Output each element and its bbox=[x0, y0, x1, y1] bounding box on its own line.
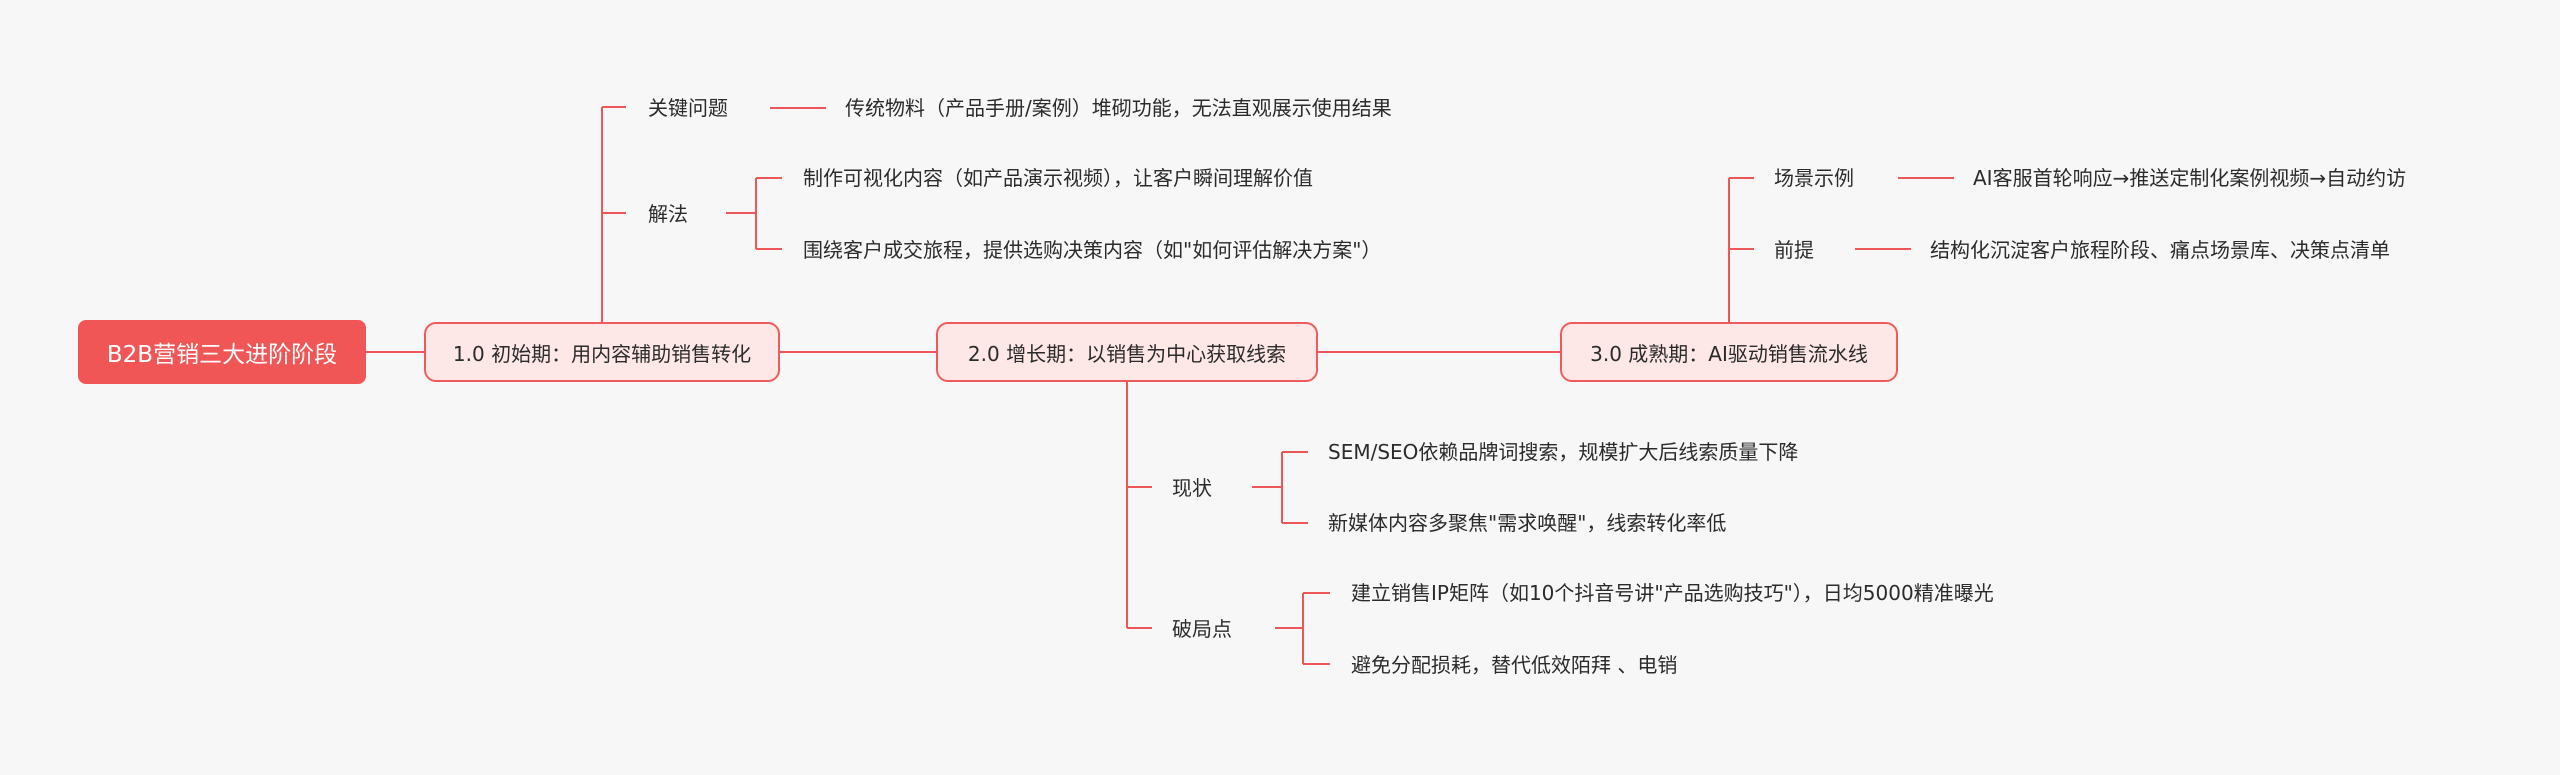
detail-sem-seo[interactable]: SEM/SEO依赖品牌词搜索，规模扩大后线索质量下降 bbox=[1328, 440, 1799, 464]
topic-key-problem[interactable]: 关键问题 bbox=[648, 96, 728, 120]
detail-visual-content[interactable]: 制作可视化内容（如产品演示视频），让客户瞬间理解价值 bbox=[803, 166, 1313, 190]
stage-node-initial[interactable]: 1.0 初始期：用内容辅助销售转化 bbox=[424, 322, 780, 382]
detail-avoid-loss[interactable]: 避免分配损耗，替代低效陌拜 、电销 bbox=[1351, 653, 1678, 677]
topic-scenario-example[interactable]: 场景示例 bbox=[1774, 166, 1854, 190]
root-node[interactable]: B2B营销三大进阶阶段 bbox=[78, 320, 366, 384]
detail-new-media[interactable]: 新媒体内容多聚焦"需求唤醒"，线索转化率低 bbox=[1328, 511, 1727, 535]
topic-current-state[interactable]: 现状 bbox=[1172, 476, 1212, 500]
detail-traditional-materials[interactable]: 传统物料（产品手册/案例）堆砌功能，无法直观展示使用结果 bbox=[845, 96, 1392, 120]
stage-node-mature[interactable]: 3.0 成熟期：AI驱动销售流水线 bbox=[1560, 322, 1898, 382]
detail-structured-journey[interactable]: 结构化沉淀客户旅程阶段、痛点场景库、决策点清单 bbox=[1930, 238, 2390, 262]
topic-solution[interactable]: 解法 bbox=[648, 202, 688, 226]
topic-breakthrough[interactable]: 破局点 bbox=[1172, 617, 1232, 641]
detail-decision-content[interactable]: 围绕客户成交旅程，提供选购决策内容（如"如何评估解决方案"） bbox=[803, 238, 1382, 262]
detail-ai-service[interactable]: AI客服首轮响应→推送定制化案例视频→自动约访 bbox=[1973, 166, 2407, 190]
stage-node-growth[interactable]: 2.0 增长期：以销售为中心获取线索 bbox=[936, 322, 1318, 382]
detail-sales-ip-matrix[interactable]: 建立销售IP矩阵（如10个抖音号讲"产品选购技巧"），日均5000精准曝光 bbox=[1351, 581, 1994, 605]
topic-prerequisite[interactable]: 前提 bbox=[1774, 238, 1814, 262]
